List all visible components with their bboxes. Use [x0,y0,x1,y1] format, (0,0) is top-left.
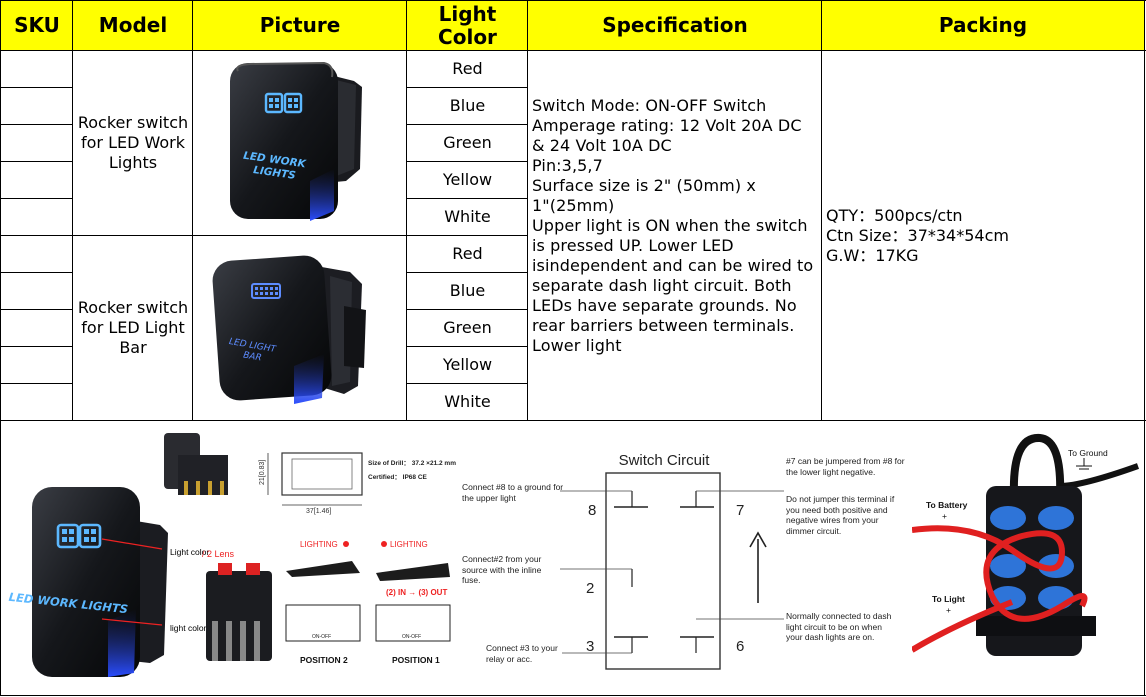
header-model: Model [73,1,193,50]
light-color-label: light color [170,623,207,633]
color-cell: White [444,206,491,226]
pin-label: 6 [736,638,744,655]
lighting-label: LIGHTING [300,540,338,549]
lens-switch-photo [206,563,272,661]
note-pin-8: Connect #8 to a ground for the upper lig… [462,482,564,503]
note-pin-3: Connect #3 to your relay or acc. [486,643,558,664]
product-photo-work-lights: LED WORK LIGHTS [230,61,362,221]
rear-switch-photo [164,433,228,495]
color-cell: White [444,391,491,411]
on-off-label: ON-OFF [312,634,331,640]
lighting-label: LIGHTING [390,540,428,549]
dimension-drawing: 21[0.83] 37[1.46] Size of Drill： 37.2 ×2… [259,452,456,515]
spec-line: LEDs have separate grounds. No [532,296,797,315]
color-cell: Blue [449,280,486,300]
spec-line: Lower light [532,336,622,355]
plus-sign: + [946,605,951,615]
lens-label: / 2 Lens [202,549,235,559]
spec-line: Upper light is ON when the switch [532,216,808,235]
circuit-title: Switch Circuit [619,452,711,469]
position-2-label: POSITION 2 [300,655,348,665]
color-cell: Green [443,317,492,337]
header-packing: Packing [822,1,1144,50]
big-switch-image: LED WORK LIGHTS Light color light color [8,487,209,677]
pin-label: 7 [736,502,744,519]
product-photo-light-bar: LED LIGHT BAR [212,255,366,404]
spec-line: Switch Mode: ON-OFF Switch [532,96,767,115]
wiring-diagram: LED WORK LIGHTS Light color light color … [8,433,784,677]
plus-sign: + [942,511,947,521]
light-color-label: Light color [170,547,209,557]
model-cell: Rocker switch for LED Light Bar [77,297,189,357]
color-cell: Red [452,243,483,263]
spec-line: isindependent and can be wired to [532,256,814,275]
on-off-label: ON-OFF [402,634,421,640]
header-specification: Specification [528,1,822,50]
switch-circuit: Switch Circuit 8 7 2 3 6 [560,452,784,670]
svg-text:BAR: BAR [242,350,262,363]
note-pin-2: Connect#2 from your source with the inli… [462,554,542,585]
header-sku: SKU [1,1,73,50]
in-out-flow: (2) IN → (3) OUT [386,588,447,597]
note-pin-7-jumper: #7 can be jumpered from #8 for the lower… [786,456,905,477]
dim-width: 37[1.46] [306,508,331,515]
spec-line: Amperage rating: 12 Volt 20A DC [532,116,802,135]
note-pin-6: Normally connected to dash light circuit… [786,611,892,642]
note-pin-7-warning: Do not jumper this terminal if you need … [786,494,895,536]
pin-label: 2 [586,580,594,597]
spec-line: separate dash light circuit. Both [532,276,792,295]
drill-size: Size of Drill： 37.2 ×21.2 mm [368,460,456,467]
model-cell: Rocker switch for LED Work Lights [77,112,189,172]
packing-line: QTY：500pcs/ctn [826,206,963,225]
spec-line: rear barriers between terminals. [532,316,795,335]
certified: Certified： IP68 CE [368,474,428,481]
color-cell: Red [452,58,483,78]
position-1-label: POSITION 1 [392,655,440,665]
wiring-photo: To Ground To Battery + To Light + [912,426,1142,692]
packing-line: Ctn Size：37*34*54cm [826,226,1009,245]
packing-line: G.W：17KG [826,246,919,265]
spec-line: 1"(25mm) [532,196,615,215]
to-battery-label: To Battery [926,500,968,510]
header-picture: Picture [193,1,407,50]
to-light-label: To Light [932,594,965,604]
spec-line: is pressed UP. Lower LED [532,236,734,255]
color-cell: Yellow [442,169,493,189]
spec-line: Pin:3,5,7 [532,156,603,175]
spec-line: Surface size is 2" (50mm) x [532,176,756,195]
to-ground-label: To Ground [1068,448,1108,458]
specification-text: Switch Mode: ON-OFF Switch Amperage rati… [532,96,822,356]
packing-text: QTY：500pcs/ctn Ctn Size：37*34*54cm G.W：1… [826,206,1142,266]
svg-text:LIGHTS: LIGHTS [252,164,296,182]
spec-line: & 24 Volt 10A DC [532,136,672,155]
pin-label: 3 [586,638,594,655]
pin-label: 8 [588,502,596,519]
color-cell: Blue [449,95,486,115]
dim-height: 21[0.83] [259,460,266,485]
header-light-color: Light Color [407,1,528,50]
color-cell: Yellow [442,354,493,374]
color-cell: Green [443,132,492,152]
